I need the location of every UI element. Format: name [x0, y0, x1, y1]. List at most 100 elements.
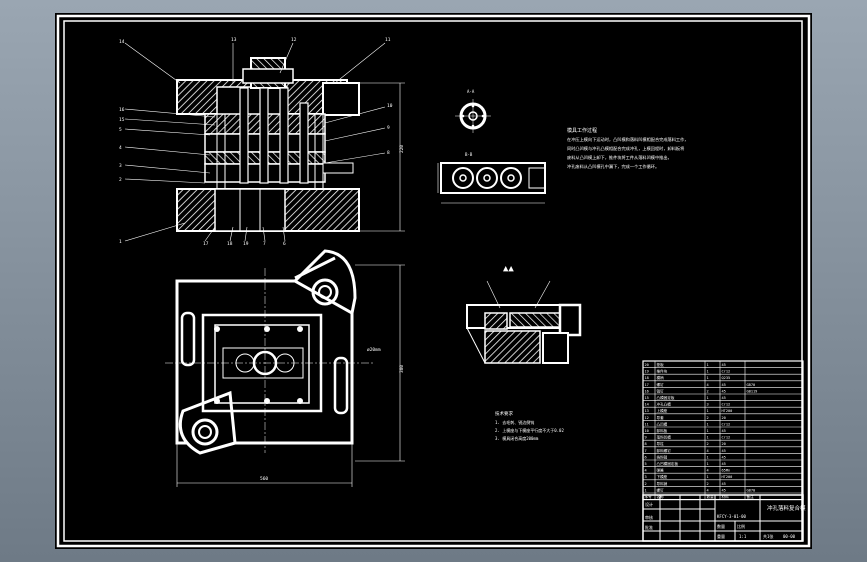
bom-cell: GB70 [747, 383, 756, 387]
bom-cell: 4 [707, 383, 709, 387]
bom-cell: Cr12 [722, 403, 731, 407]
tb-mark: 00-00 [783, 534, 796, 539]
bom-cell: 45 [722, 455, 726, 459]
bom-frame [642, 360, 804, 501]
svg-text:17: 17 [203, 241, 209, 247]
bom-cell: 7 [645, 449, 647, 453]
process-title: 模具工作过程 [567, 127, 597, 134]
bom-cell: 销钉 [657, 388, 665, 393]
svg-text:1: 1 [119, 239, 122, 245]
bom-cell: 1 [707, 475, 709, 479]
bom-cell: 3 [707, 403, 709, 407]
bom-cell: 3 [645, 475, 647, 479]
bom-cell: 2 [707, 482, 709, 486]
guide-hole-bottom [191, 418, 219, 446]
bom-cell: Cr12 [722, 422, 731, 426]
bom-cell: 数量 [707, 494, 715, 499]
bom-cell: 18 [645, 376, 649, 380]
bom-cell: 45 [722, 396, 726, 400]
svg-text:16: 16 [119, 107, 125, 113]
bom-cell: 螺钉 [657, 487, 665, 492]
bom-cell: 1 [707, 376, 709, 380]
bom-cell: 8 [645, 442, 647, 446]
bom-cell: 1 [707, 370, 709, 374]
svg-text:4: 4 [119, 145, 122, 151]
svg-text:15: 15 [119, 117, 125, 123]
process-line: 同时凸凹模与冲孔凸模相配合完成冲孔，上模回程时，卸料板将 [567, 145, 684, 152]
bom-cell: 1 [707, 462, 709, 466]
bom-cell: 19 [645, 370, 649, 374]
process-lines: 在冲压上模向下运动时，凸凹模和落料凹模相配合完成落料工作， 同时凸凹模与冲孔凸模… [567, 136, 688, 170]
bom-cell: 凸凹模 [657, 421, 668, 426]
svg-text:12: 12 [291, 37, 297, 43]
bom-cell: 弹簧 [657, 468, 665, 473]
bom-cell: 16 [645, 389, 649, 393]
bom-cell: Cr12 [722, 370, 731, 374]
svg-text:6: 6 [283, 241, 286, 247]
bom-cell: 13 [645, 409, 649, 413]
bom-cell: 45 [722, 488, 726, 492]
bom-cell: 2 [707, 442, 709, 446]
bom-cell: 卸料螺钉 [657, 448, 672, 453]
tb-scale-label: 比例 [737, 523, 745, 529]
svg-text:8: 8 [387, 150, 390, 156]
notes-title: 技术要求 [495, 410, 513, 417]
bom-cell: 4 [645, 469, 647, 473]
bom-cell: 模柄 [657, 375, 665, 380]
die-base-plan [175, 279, 354, 445]
bom-cell: 45 [722, 383, 726, 387]
section-b-label: B-B [465, 152, 473, 157]
bom-cell: 45 [722, 389, 726, 393]
bom-cell: GB119 [747, 389, 758, 393]
bom-cell: 1 [707, 363, 709, 367]
bom-cell: 10 [645, 429, 649, 433]
bom-cell: 65Mn [722, 469, 731, 473]
top-view [165, 249, 405, 487]
bom-cell: 45 [722, 462, 726, 466]
bom-cell: 凸模固定板 [657, 395, 675, 400]
bom-cell: 落料凹模 [657, 435, 672, 440]
process-line: 在冲压上模向下运动时，凸凹模和落料凹模相配合完成落料工作， [567, 136, 688, 143]
svg-text:19: 19 [243, 241, 249, 247]
svg-text:18: 18 [227, 241, 233, 247]
bom-cell: HT200 [722, 409, 733, 413]
bom-cell: 备注 [747, 494, 755, 499]
tb-approve: 批准 [645, 524, 653, 530]
bom-cell: 5 [645, 462, 647, 466]
bom-cell: 1 [645, 488, 647, 492]
bom-cell: 20 [722, 416, 726, 420]
tb-drawing-no: KFCY-3-01-00 [717, 514, 746, 519]
svg-text:3: 3 [119, 163, 122, 169]
bom-cell: 11 [645, 422, 649, 426]
bom-cell: 导套 [657, 415, 665, 420]
tb-sheet: 共1张 [763, 533, 773, 539]
bom-cell: 螺钉 [657, 382, 665, 387]
section-a-label: A-A [467, 89, 475, 94]
svg-text:14: 14 [119, 39, 125, 45]
bom-cell: 导料销 [657, 481, 668, 486]
bom-cell: 20 [645, 363, 649, 367]
bom-cell: Q235 [722, 376, 731, 380]
bom-cell: 导柱 [657, 441, 665, 446]
bom-cell: 垫板 [657, 362, 665, 367]
svg-text:7: 7 [263, 241, 266, 247]
bom-cell: 20 [722, 442, 726, 446]
bom-cell: 45 [722, 482, 726, 486]
bom-cell: 挡料销 [657, 454, 668, 459]
bom-cell: HT200 [722, 475, 733, 479]
bom-cell: 6 [645, 455, 647, 459]
bom-cell: 序号 [645, 494, 653, 499]
bom-cell: 材料 [722, 494, 730, 499]
bom-cell: 下模座 [657, 474, 668, 479]
svg-text:2: 2 [119, 177, 122, 183]
front-section-view [124, 42, 405, 242]
bom-cell: 推件块 [657, 369, 668, 374]
bom-cell: GB70 [747, 488, 756, 492]
bom-cell: 1 [707, 409, 709, 413]
note-item: 2. 上模座与下模座平行度不大于0.02 [495, 427, 564, 433]
note-item: 1. 去毛刺、锐边倒钝 [495, 419, 534, 425]
process-line: 废料从凸凹模上卸下，推件块将工件从落料凹模中推出， [567, 154, 672, 161]
dim-width: 380 [399, 365, 405, 373]
